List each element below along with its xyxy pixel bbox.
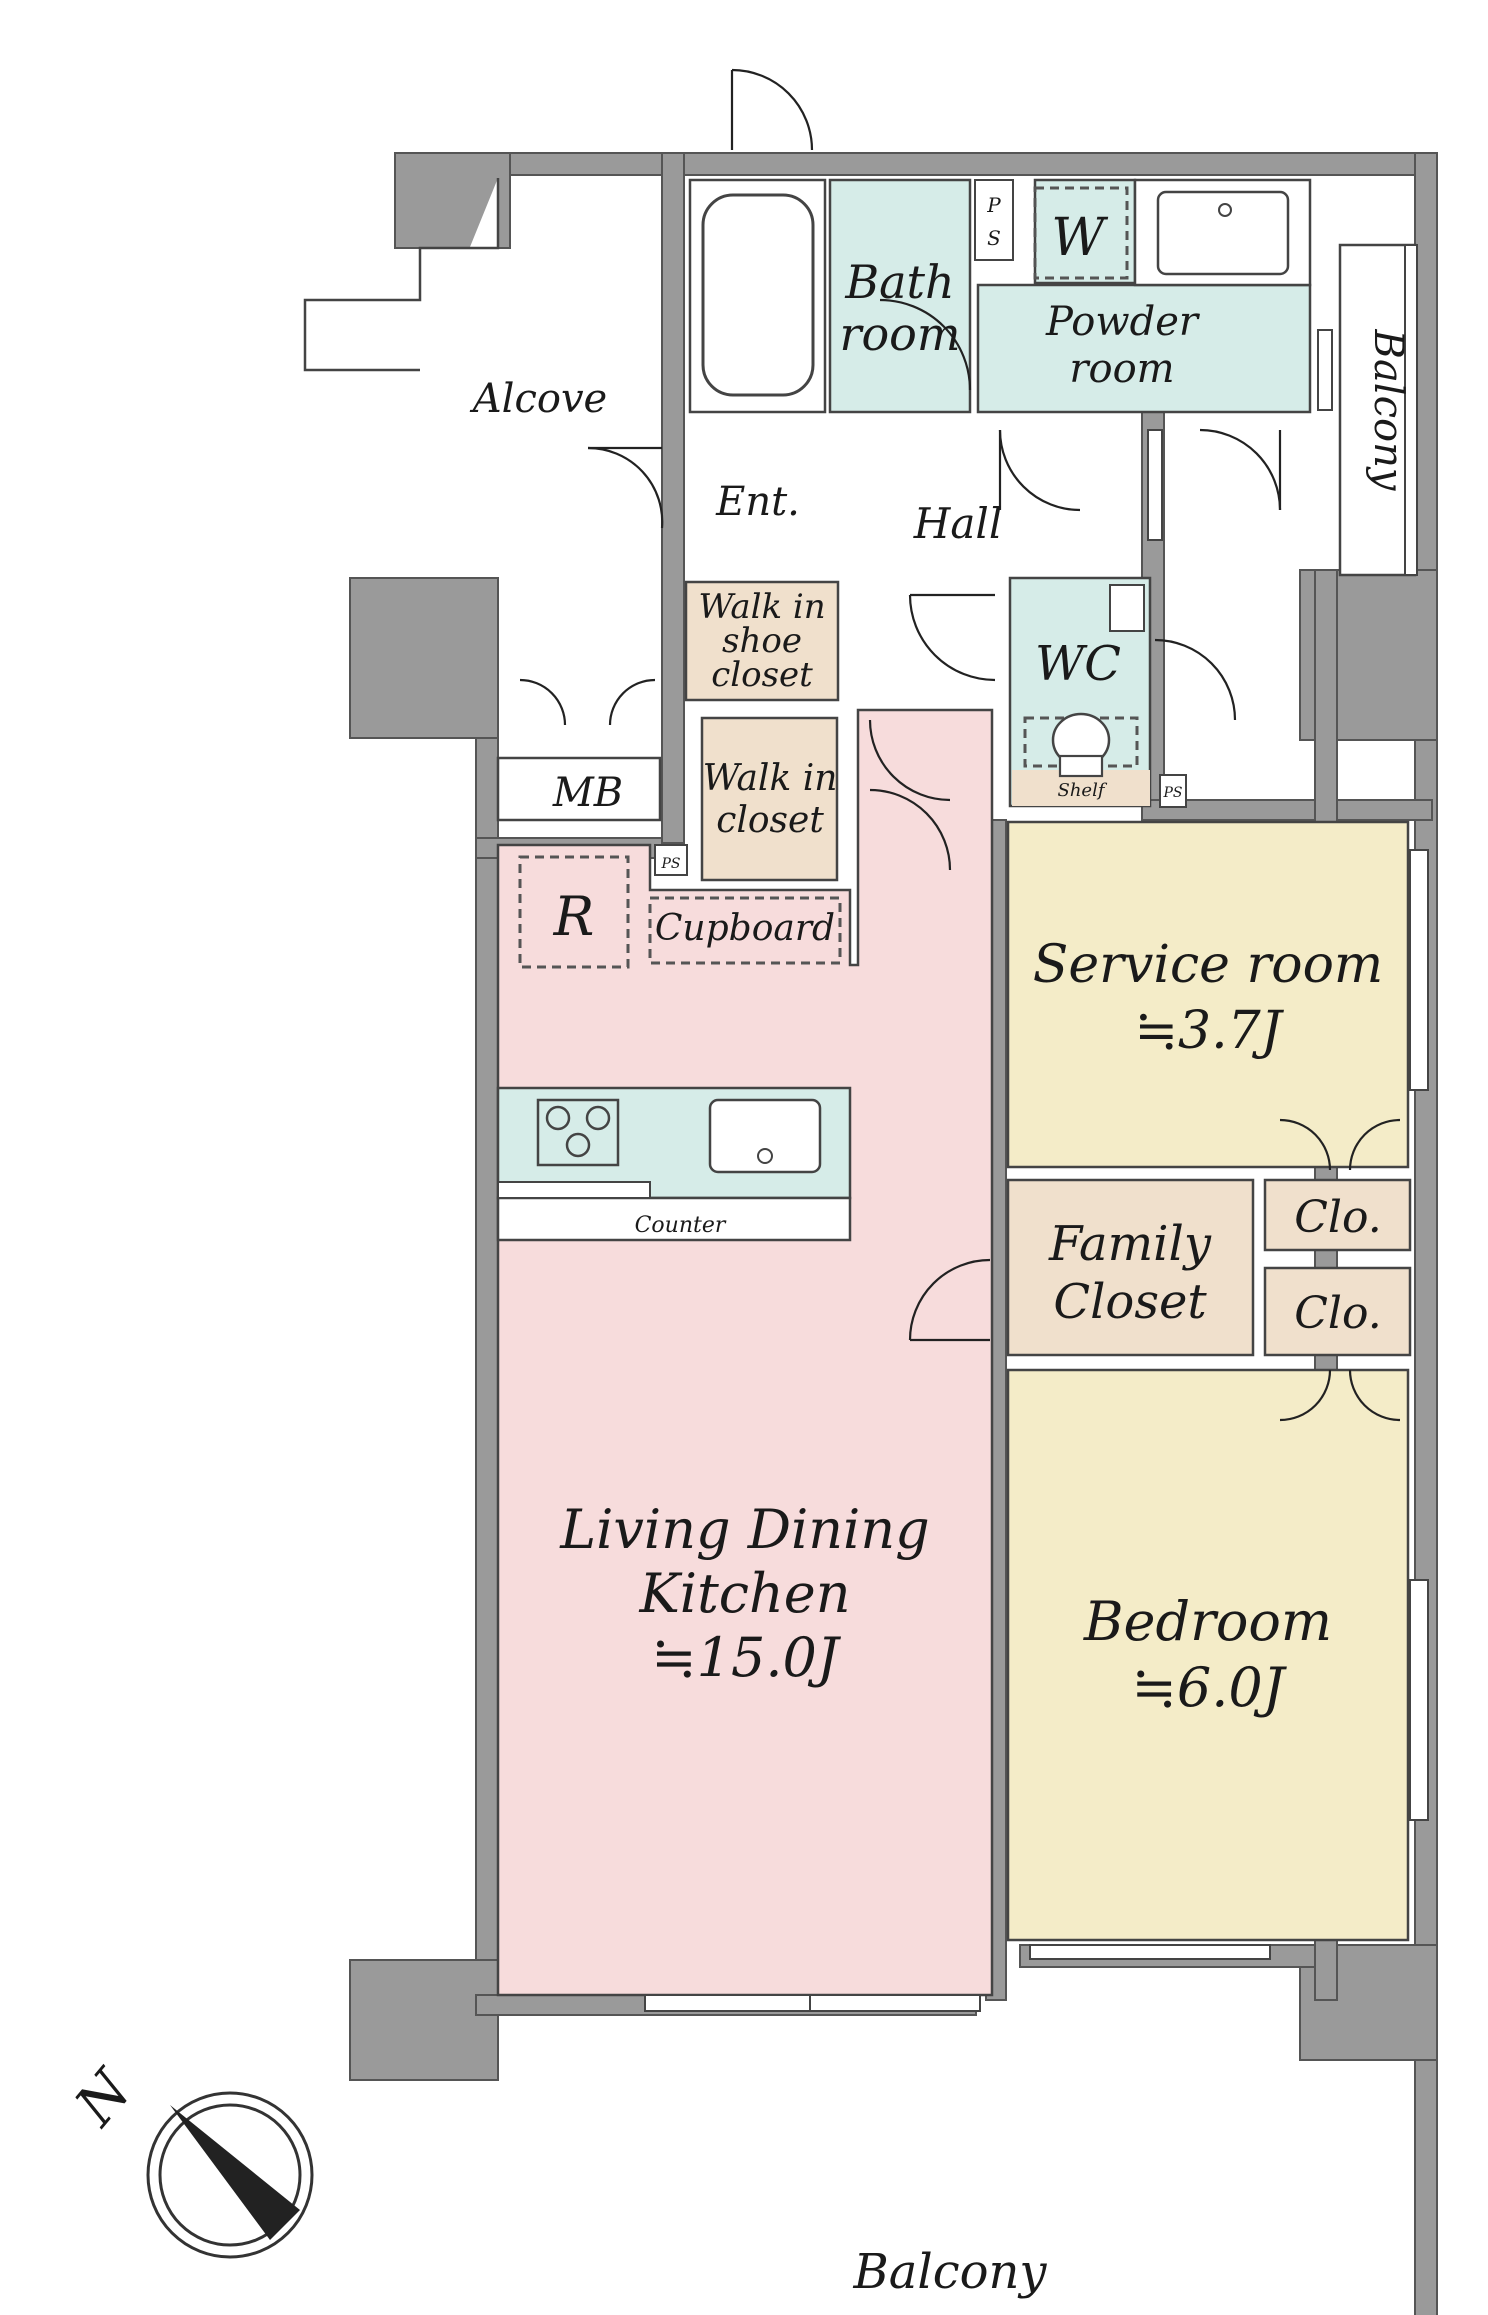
ps-top-s: S <box>987 226 1001 250</box>
mb-label: MB <box>552 770 623 816</box>
powder-label-1: Powder <box>1045 299 1201 345</box>
family-closet-label-2: Closet <box>1053 1274 1207 1330</box>
counter-label: Counter <box>635 1213 727 1238</box>
main-balcony-label: Balcony <box>852 2244 1047 2300</box>
service-room-size: ≒3.7J <box>1134 1001 1284 1061</box>
north-label: N <box>62 2057 146 2139</box>
room-fills <box>496 178 1412 1997</box>
cupboard-label: Cupboard <box>655 908 835 949</box>
labels: Alcove Bath room Powder room W P S Balco… <box>62 193 1411 2300</box>
counter-strip <box>496 1196 852 1242</box>
shoe-closet-label-3: closet <box>711 655 813 695</box>
ldk-label-2: Kitchen <box>638 1562 850 1625</box>
hall-label: Hall <box>913 499 1003 548</box>
shelf-label: Shelf <box>1058 780 1108 801</box>
windows <box>644 329 1429 2012</box>
wic-label-2: closet <box>716 800 824 841</box>
service-room-area <box>1006 820 1410 1169</box>
family-closet-area <box>1006 1178 1255 1357</box>
bath-label-2: room <box>840 307 961 361</box>
fridge-label: R <box>553 885 595 948</box>
closet-1-label: Clo. <box>1294 1192 1381 1243</box>
wc-label: WC <box>1035 636 1121 692</box>
ps-wc-label: PS <box>1162 785 1182 801</box>
shoe-closet-area <box>684 580 840 702</box>
shoe-closet-label-2: shoe <box>722 621 802 661</box>
walk-in-closet-area <box>700 716 839 882</box>
doors <box>519 68 1401 1422</box>
bedroom-name: Bedroom <box>1083 1590 1332 1653</box>
wic-label-1: Walk in <box>703 758 838 799</box>
compass-icon <box>146 2091 314 2259</box>
powder-label-2: room <box>1069 346 1174 392</box>
family-closet-label-1: Family <box>1048 1216 1212 1272</box>
outer-walls <box>349 152 1438 2315</box>
fixtures <box>303 178 1418 1199</box>
side-balcony-label: Balcony <box>1365 329 1411 492</box>
washer-label: W <box>1051 208 1108 268</box>
powder-room-area <box>976 283 1312 414</box>
closet-2-area <box>1263 1266 1412 1357</box>
bedroom-area <box>1006 1368 1410 1942</box>
service-room-name: Service room <box>1033 935 1383 995</box>
ldk-size: ≒15.0J <box>651 1626 841 1689</box>
closet-1-area <box>1263 1178 1412 1252</box>
ldk-label-1: Living Dining <box>559 1498 929 1561</box>
ps-top-p: P <box>986 193 1001 217</box>
ps-kitchen-label: PS <box>660 856 680 872</box>
bedroom-size: ≒6.0J <box>1132 1656 1288 1719</box>
bath-room-area <box>828 178 972 414</box>
alcove-label: Alcove <box>469 376 607 422</box>
entrance-label: Ent. <box>715 479 800 525</box>
washer-area <box>1033 178 1137 285</box>
shoe-closet-label-1: Walk in <box>698 587 825 627</box>
bath-label-1: Bath <box>844 255 954 309</box>
closet-2-label: Clo. <box>1294 1288 1381 1339</box>
